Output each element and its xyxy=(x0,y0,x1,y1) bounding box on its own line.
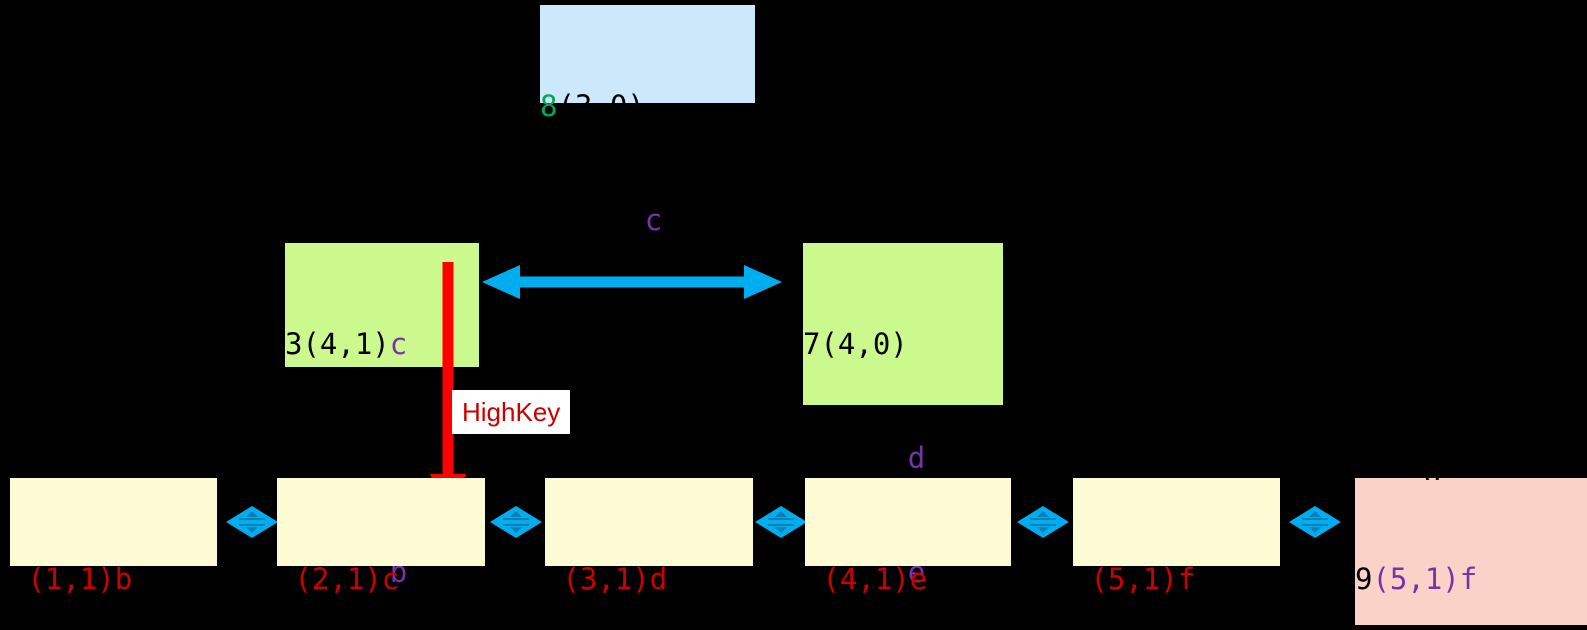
node-7-line-2: (5,1)d xyxy=(803,439,1003,477)
node-1-line-1-seg-1: 1 xyxy=(10,562,28,596)
node-4-line-1-seg-1: 4 xyxy=(545,562,563,596)
node-3-line-2-seg-1: (1,0) xyxy=(285,441,390,475)
node-8-line-2-seg-1: (7,1) xyxy=(540,203,645,237)
connector-diamond-3[interactable] xyxy=(754,504,808,540)
connector-diamond-4[interactable] xyxy=(1016,504,1070,540)
node-9-line-1-seg-2: (5,1)f xyxy=(1372,562,1478,596)
node-8-line-2-seg-2: c xyxy=(644,203,663,237)
node-4[interactable]: 4(3,1)d (2,1)c xyxy=(545,478,753,596)
highkey-label: HighKey xyxy=(452,390,571,434)
node-2-line-1-seg-1: 2 xyxy=(277,562,295,596)
node-8[interactable]: 8(3,0) (7,1)c xyxy=(540,5,755,237)
connector-diamond-5[interactable] xyxy=(1288,504,1342,540)
node-2[interactable]: 2(2,1)c (1,1)b xyxy=(277,478,485,596)
node-2-line-1: 2(2,1)c xyxy=(277,560,485,598)
node-7-line-2-seg-2: d xyxy=(907,441,926,475)
node-3-line-2: (1,0) xyxy=(285,439,479,477)
node-9[interactable]: 9(5,1)f (6,1)g (7,1)h xyxy=(1355,478,1587,625)
node-1-line-1: 1(1,1)b xyxy=(10,560,217,598)
node-7-line-1-seg-1: 7(4,0) xyxy=(803,327,908,361)
node-1-line-1-seg-2: (1,1)b xyxy=(27,562,133,596)
node-5[interactable]: 5(4,1)e (3,1)d xyxy=(805,478,1011,596)
clipped-glyph-stub: g xyxy=(1424,458,1442,480)
node-8-line-1-seg-1: 8 xyxy=(540,89,558,123)
connector-diamond-2[interactable] xyxy=(489,504,543,540)
node-3-line-1-seg-1: 3(4,1) xyxy=(285,327,390,361)
node-7[interactable]: 7(4,0) (5,1)d (6,1)e (9,1)f xyxy=(803,243,1003,589)
node-6[interactable]: 6(5,1)f (4,1)e xyxy=(1073,478,1280,596)
node-8-line-1: 8(3,0) xyxy=(540,87,755,125)
node-5-line-1: 5(4,1)e xyxy=(805,560,1011,598)
node-8-line-2: (7,1)c xyxy=(540,201,755,239)
bidirectional-link-arrow xyxy=(482,262,782,302)
node-1[interactable]: 1(1,1)b (0,1)a xyxy=(10,478,217,596)
node-6-line-1-seg-1: 6 xyxy=(1073,562,1091,596)
node-7-line-1: 7(4,0) xyxy=(803,325,1003,363)
node-5-line-1-seg-1: 5 xyxy=(805,562,823,596)
node-4-line-1: 4(3,1)d xyxy=(545,560,753,598)
node-9-line-1-seg-1: 9 xyxy=(1355,562,1373,596)
node-3-line-1: 3(4,1)c xyxy=(285,325,479,363)
node-6-line-1: 6(5,1)f xyxy=(1073,560,1280,598)
node-7-line-2-seg-1: (5,1) xyxy=(803,441,908,475)
node-9-line-1: 9(5,1)f xyxy=(1355,560,1587,598)
node-8-line-1-seg-2: (3,0) xyxy=(557,89,645,123)
node-6-line-1-seg-2: (5,1)f xyxy=(1090,562,1196,596)
node-4-line-1-seg-2: (3,1)d xyxy=(562,562,668,596)
node-3-line-1-seg-2: c xyxy=(389,327,408,361)
node-5-line-1-seg-2: (4,1)e xyxy=(822,562,928,596)
connector-diamond-1[interactable] xyxy=(225,504,279,540)
node-2-line-1-seg-2: (2,1)c xyxy=(294,562,400,596)
